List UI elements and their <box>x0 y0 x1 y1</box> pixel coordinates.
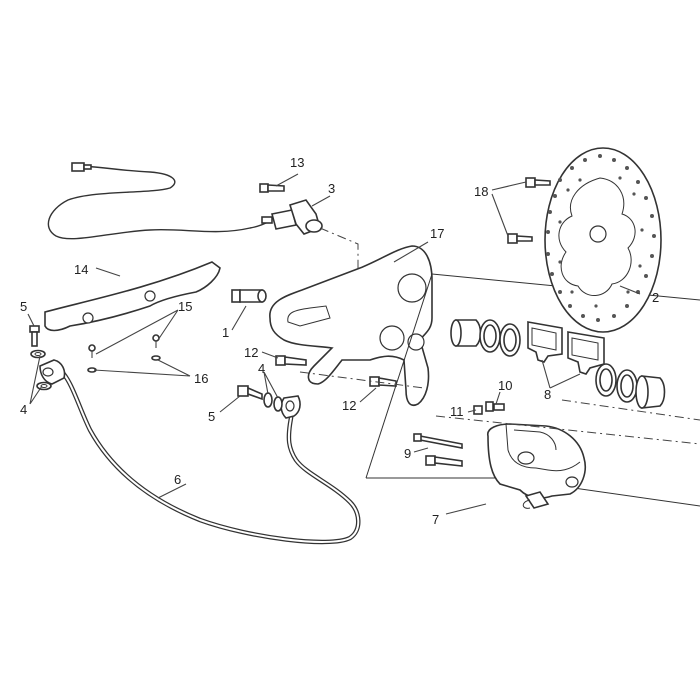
callout-4-left: 4 <box>20 402 27 417</box>
chain-guard-washer-b <box>151 355 161 361</box>
callout-4-right: 4 <box>258 361 265 376</box>
callout-5-left: 5 <box>20 299 27 314</box>
speed-sensor-part <box>47 162 323 240</box>
callout-2: 2 <box>652 290 659 305</box>
leader-lines <box>27 173 641 515</box>
callout-10: 10 <box>498 378 512 393</box>
callout-14: 14 <box>74 262 88 277</box>
seal-ring-right-b <box>616 369 638 403</box>
callout-6: 6 <box>174 472 181 487</box>
callout-17: 17 <box>430 226 444 241</box>
caliper-bolt-part <box>425 455 463 467</box>
brake-disc-part <box>544 147 662 333</box>
washer-left-upper <box>30 349 46 359</box>
callout-15: 15 <box>178 299 192 314</box>
callout-12-lower: 12 <box>342 398 356 413</box>
banjo-bolt-right-part <box>237 385 263 401</box>
caliper-body-part <box>487 423 586 509</box>
callout-13: 13 <box>290 155 304 170</box>
callout-11: 11 <box>450 404 464 419</box>
callout-3: 3 <box>328 181 335 196</box>
washer-right-a <box>263 392 273 408</box>
washer-right-b <box>273 396 283 412</box>
seal-ring-left-b <box>499 323 521 357</box>
callout-5-right: 5 <box>208 409 215 424</box>
disc-screw-upper-part <box>525 177 551 188</box>
washer-left-lower <box>36 381 52 391</box>
callout-18: 18 <box>474 184 488 199</box>
piston-left-part <box>450 319 482 347</box>
pad-pin-part <box>413 433 463 449</box>
seal-ring-left-a <box>479 319 501 353</box>
callout-1: 1 <box>222 325 229 340</box>
brake-pad-left-part <box>527 321 563 363</box>
chain-guard-screw-a <box>88 344 96 358</box>
bracket-bolt-upper-part <box>275 355 307 366</box>
bracket-bolt-lower-part <box>369 376 397 387</box>
chain-guard-part <box>44 261 221 332</box>
disc-vent-holes <box>546 154 656 322</box>
pin-part <box>231 289 267 303</box>
sensor-screw-part <box>259 183 285 193</box>
banjo-bolt-left-part <box>29 325 40 347</box>
seal-ring-right-a <box>595 363 617 397</box>
chain-guard-screw-b <box>152 334 160 348</box>
callout-7: 7 <box>432 512 439 527</box>
callout-12-upper: 12 <box>244 345 258 360</box>
disc-screw-lower-part <box>507 233 533 244</box>
brake-pad-right-part <box>567 331 605 375</box>
callout-16: 16 <box>194 371 208 386</box>
callout-8: 8 <box>544 387 551 402</box>
piston-right-part <box>635 375 666 409</box>
brake-hose-part <box>39 359 361 545</box>
caliper-bracket-part <box>269 245 433 406</box>
callout-9: 9 <box>404 446 411 461</box>
bleed-cap-part <box>485 401 505 412</box>
